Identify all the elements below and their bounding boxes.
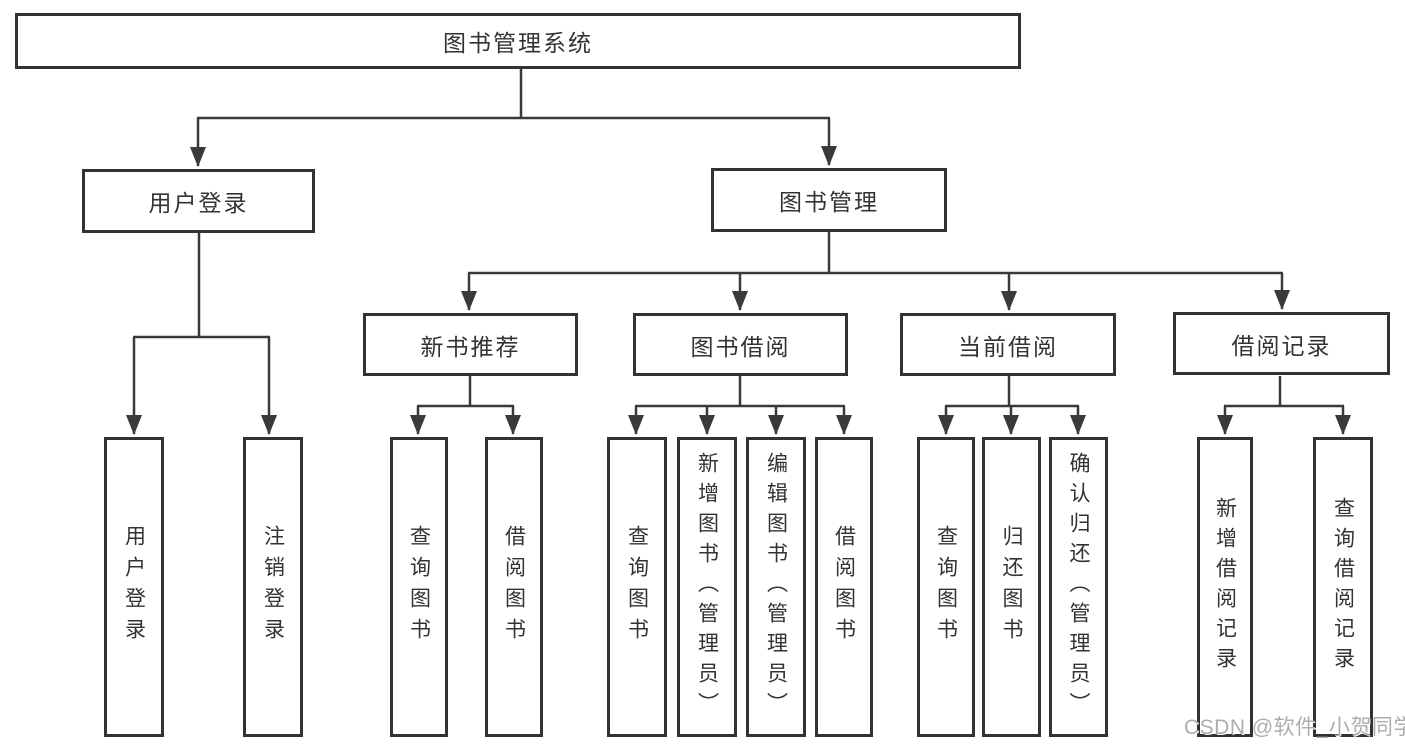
- leaf-borrow-query-books: 查询图书: [607, 437, 667, 737]
- leaf-borrow-query-books-label: 查询图书: [625, 525, 649, 649]
- leaf-records-query-record-label: 查询借阅记录: [1331, 497, 1355, 677]
- leaf-logout: 注销登录: [243, 437, 303, 737]
- leaf-records-add-record: 新增借阅记录: [1197, 437, 1253, 737]
- leaf-recommend-query-books: 查询图书: [390, 437, 448, 737]
- node-book-management: 图书管理: [711, 168, 947, 232]
- node-borrow-records: 借阅记录: [1173, 312, 1390, 375]
- leaf-current-confirm-return-admin-label: 确认归还（管理员）: [1067, 452, 1090, 722]
- leaf-current-confirm-return-admin: 确认归还（管理员）: [1049, 437, 1108, 737]
- leaf-borrow-add-books-admin: 新增图书（管理员）: [677, 437, 737, 737]
- leaf-user-login: 用户登录: [104, 437, 164, 737]
- leaf-borrow-edit-books-admin-label: 编辑图书（管理员）: [764, 452, 788, 722]
- leaf-current-return-books: 归还图书: [982, 437, 1041, 737]
- node-user-login: 用户登录: [82, 169, 315, 233]
- node-book-borrow: 图书借阅: [633, 313, 848, 376]
- leaf-recommend-query-books-label: 查询图书: [407, 525, 431, 649]
- leaf-borrow-add-books-admin-label: 新增图书（管理员）: [695, 452, 719, 722]
- watermark: CSDN @软件_小贺同学: [1184, 716, 1405, 739]
- leaf-records-query-record: 查询借阅记录: [1313, 437, 1373, 737]
- leaf-borrow-borrow-books-label: 借阅图书: [832, 525, 856, 649]
- leaf-current-query-books-label: 查询图书: [934, 525, 958, 649]
- node-library-management-system: 图书管理系统: [15, 13, 1021, 69]
- leaf-records-add-record-label: 新增借阅记录: [1213, 497, 1237, 677]
- leaf-recommend-borrow-books-label: 借阅图书: [502, 525, 526, 649]
- leaf-user-login-label: 用户登录: [122, 525, 146, 649]
- leaf-borrow-borrow-books: 借阅图书: [815, 437, 873, 737]
- leaf-current-query-books: 查询图书: [917, 437, 975, 737]
- leaf-borrow-edit-books-admin: 编辑图书（管理员）: [746, 437, 806, 737]
- leaf-current-return-books-label: 归还图书: [1000, 525, 1023, 649]
- leaf-logout-label: 注销登录: [261, 525, 285, 649]
- node-new-book-recommend: 新书推荐: [363, 313, 578, 376]
- node-current-borrow: 当前借阅: [900, 313, 1116, 376]
- leaf-recommend-borrow-books: 借阅图书: [485, 437, 543, 737]
